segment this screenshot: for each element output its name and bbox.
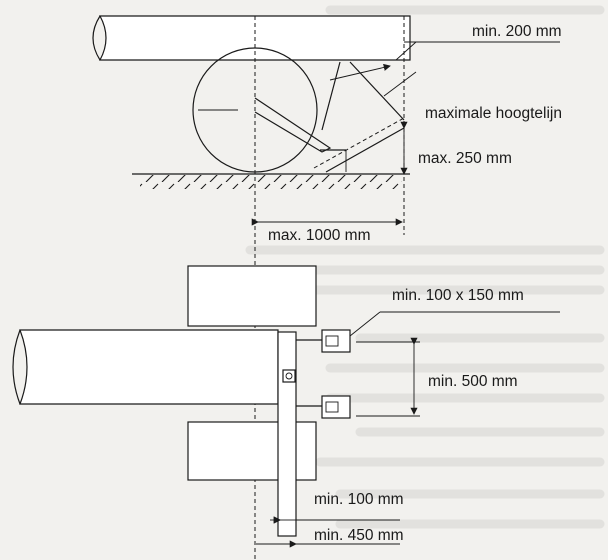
label-min-200: min. 200 mm	[472, 23, 562, 40]
pad-lower	[321, 395, 351, 419]
label-min-500: min. 500 mm	[428, 373, 518, 390]
bottom-diagram: min. 100 x 150 mm min. 500 mm min. 100 m…	[12, 265, 560, 548]
pad-upper	[321, 329, 351, 353]
ground-hatch	[140, 175, 402, 189]
top-diagram: min. 200 mm maximale hoogtelijn max. 250…	[92, 15, 562, 560]
label-max-1000: max. 1000 mm	[268, 227, 371, 244]
label-max-height-line: maximale hoogtelijn	[425, 105, 562, 122]
max-height-line	[313, 117, 405, 169]
label-min-100: min. 100 mm	[314, 491, 404, 508]
label-min-450: min. 450 mm	[314, 527, 404, 544]
beam-long	[19, 329, 279, 405]
block-upper	[187, 265, 317, 327]
label-max-250: max. 250 mm	[418, 150, 512, 167]
block-lower	[187, 421, 317, 481]
label-min-100x150: min. 100 x 150 mm	[392, 287, 524, 304]
